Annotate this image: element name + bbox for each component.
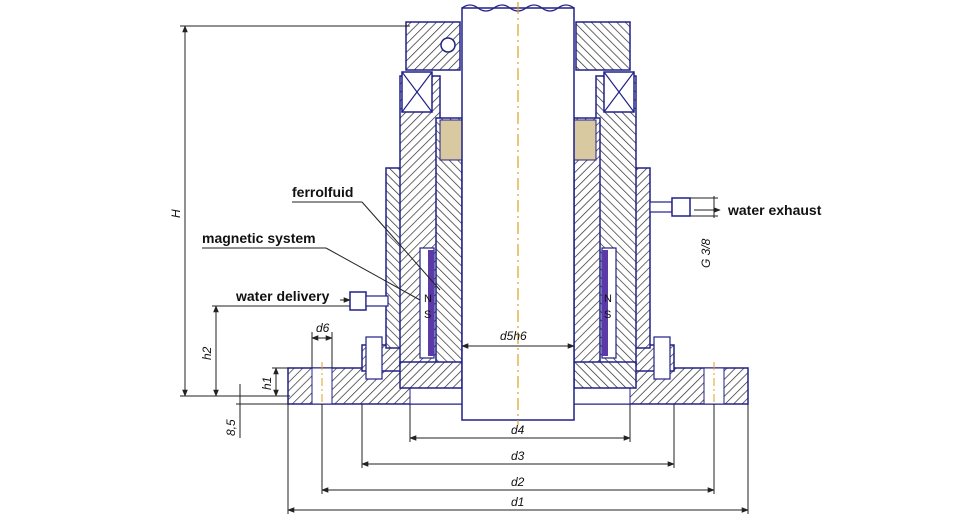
- dim-flange-thickness: 8,5: [224, 419, 238, 436]
- dim-d4: d4: [511, 423, 525, 437]
- dim-d6: d6: [316, 321, 330, 335]
- dim-h2: h2: [200, 346, 214, 360]
- dim-h1: h1: [260, 377, 274, 390]
- pole-north-right: N: [604, 293, 612, 305]
- water-delivery-label: water delivery: [235, 288, 330, 304]
- housing-right: [573, 21, 675, 389]
- leader-lines: [202, 201, 721, 307]
- water-exhaust-label: water exhaust: [727, 202, 822, 218]
- housing-left: [361, 21, 463, 389]
- pole-north-left: N: [424, 293, 432, 305]
- dimension-lines: [180, 25, 749, 514]
- dim-H: H: [169, 209, 183, 218]
- dim-d5: d5h6: [500, 329, 527, 343]
- shaft: [461, 2, 575, 425]
- dim-d2: d2: [511, 475, 525, 489]
- pole-south-left: S: [424, 309, 431, 321]
- water-delivery-fitting: [349, 291, 389, 311]
- thread-label: G 3/8: [699, 238, 713, 268]
- magnetic-system-label: magnetic system: [202, 230, 316, 246]
- dim-d3: d3: [511, 449, 525, 463]
- dim-d1: d1: [511, 495, 524, 509]
- pole-south-right: S: [604, 309, 611, 321]
- water-exhaust-fitting: [649, 197, 691, 217]
- ferrofluid-label: ferrolfuid: [292, 184, 353, 200]
